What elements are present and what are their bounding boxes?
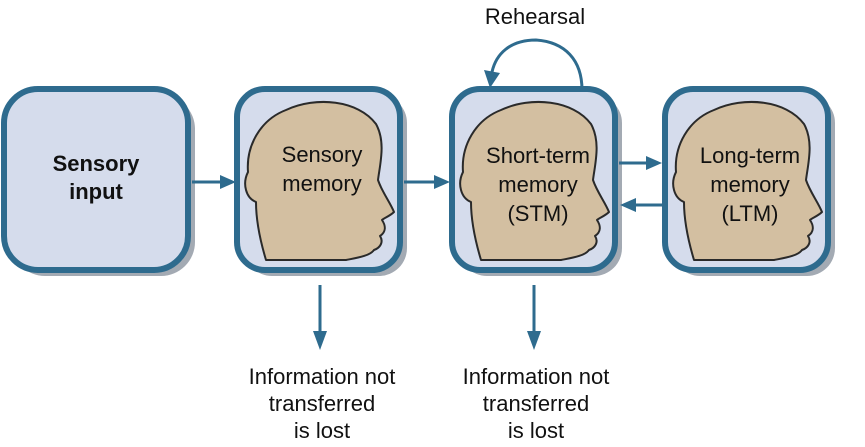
arrow-ltm-to-stm	[620, 198, 663, 212]
sensory-input-line1: Sensory	[53, 151, 141, 176]
stm-lost-line3: is lost	[508, 418, 564, 443]
sensory-memory-line1: Sensory	[282, 142, 363, 167]
arrow-stm-to-ltm	[619, 156, 662, 170]
long-term-memory-box: Long-term memory (LTM)	[662, 86, 835, 276]
sensory-input-line2: input	[69, 179, 123, 204]
ltm-line1: Long-term	[700, 143, 800, 168]
stm-line1: Short-term	[486, 143, 590, 168]
ltm-line2: memory	[710, 172, 789, 197]
stm-line3: (STM)	[507, 201, 568, 226]
sensory-lost-line1: Information not	[249, 364, 396, 389]
sensory-memory-box: Sensory memory	[234, 86, 407, 276]
sensory-memory-line2: memory	[282, 171, 361, 196]
ltm-line3: (LTM)	[721, 201, 778, 226]
stm-line2: memory	[498, 172, 577, 197]
stm-lost-line1: Information not	[463, 364, 610, 389]
rehearsal-loop-arrow	[484, 38, 584, 91]
arrow-stm-lost	[527, 285, 541, 350]
short-term-memory-box: Short-term memory (STM)	[449, 86, 622, 276]
arrow-sensory-lost	[313, 285, 327, 350]
sensory-input-box: Sensory input	[1, 86, 195, 276]
sensory-lost-line3: is lost	[294, 418, 350, 443]
rehearsal-label: Rehearsal	[485, 4, 585, 29]
arrow-sensory-to-stm	[404, 175, 450, 189]
arrow-input-to-sensory	[192, 175, 236, 189]
sensory-lost-line2: transferred	[269, 391, 375, 416]
stm-lost-line2: transferred	[483, 391, 589, 416]
